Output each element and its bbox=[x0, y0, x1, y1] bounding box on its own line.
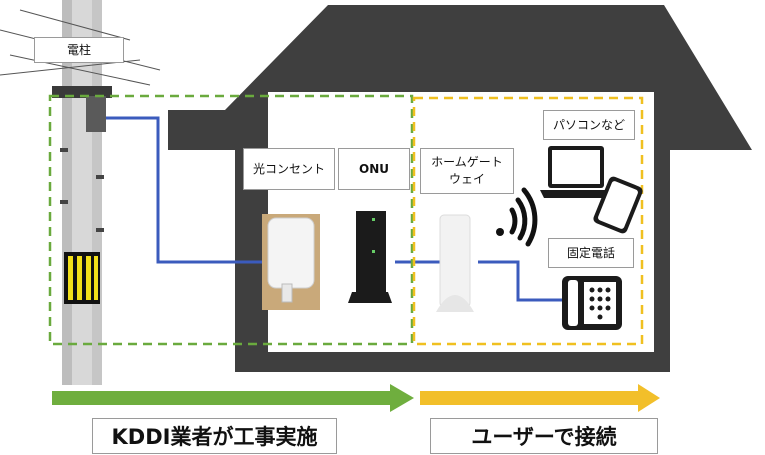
fiber-cable bbox=[106, 116, 270, 264]
user-zone bbox=[412, 96, 644, 346]
optical-outlet-label: 光コンセント bbox=[243, 148, 335, 190]
kddi-arrow bbox=[52, 384, 414, 412]
home-gateway-device bbox=[436, 214, 474, 312]
cable-gateway-phone bbox=[478, 260, 562, 302]
telephone-icon bbox=[562, 276, 622, 330]
kddi-work-label: KDDI業者が工事実施 bbox=[92, 418, 337, 454]
kddi-zone bbox=[48, 94, 414, 346]
laptop-icon bbox=[540, 146, 612, 198]
optical-outlet-device bbox=[262, 214, 320, 310]
pc-etc-label: パソコンなど bbox=[543, 110, 635, 140]
home-gateway-label: ホームゲート ウェイ bbox=[420, 148, 514, 194]
user-arrow bbox=[420, 384, 660, 412]
landline-label: 固定電話 bbox=[548, 238, 634, 268]
pole-label: 電柱 bbox=[34, 37, 124, 63]
onu-device bbox=[348, 211, 392, 303]
onu-label: ONU bbox=[338, 148, 410, 190]
wifi-icon bbox=[496, 187, 538, 247]
smartphone-icon bbox=[593, 176, 643, 234]
user-connect-label: ユーザーで接続 bbox=[430, 418, 658, 454]
